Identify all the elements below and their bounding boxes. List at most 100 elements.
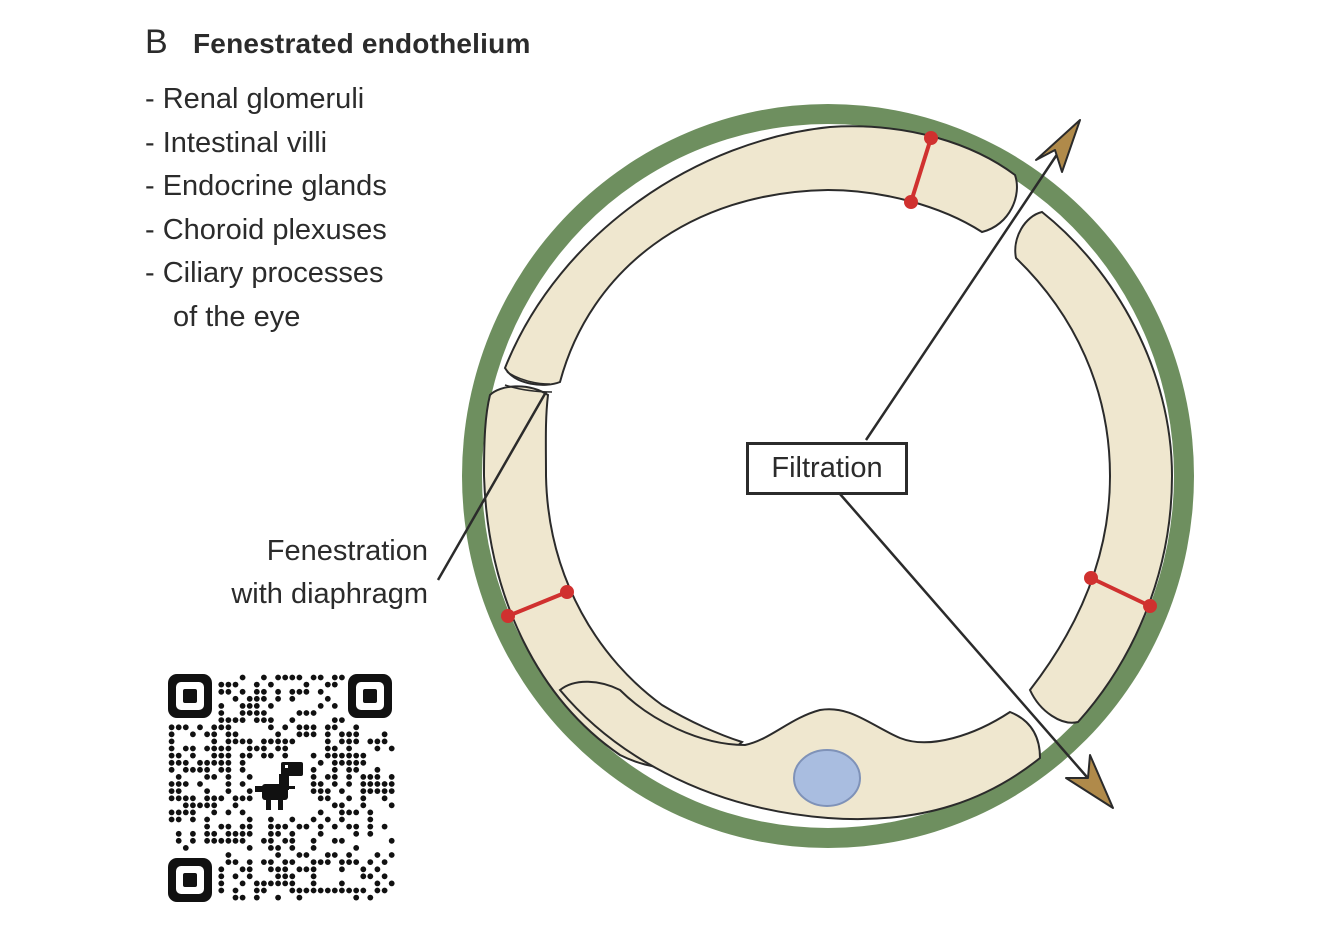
qr-data-modules xyxy=(168,674,395,901)
qr-module xyxy=(261,688,267,695)
qr-module xyxy=(168,795,175,802)
qr-module xyxy=(289,816,296,823)
qr-module xyxy=(381,887,388,894)
qr-module xyxy=(268,880,274,887)
qr-module xyxy=(275,745,281,752)
qr-module xyxy=(346,795,352,802)
qr-module xyxy=(168,724,175,731)
qr-module xyxy=(197,759,203,766)
qr-module xyxy=(360,802,367,809)
qr-module xyxy=(381,859,388,865)
qr-module xyxy=(246,695,253,702)
qr-module xyxy=(310,724,317,731)
qr-finder-top-left xyxy=(168,674,212,718)
qr-module xyxy=(182,809,189,816)
qr-module xyxy=(339,880,345,887)
qr-module xyxy=(324,795,331,802)
qr-module xyxy=(218,766,225,773)
endothelial-cell-left xyxy=(482,385,744,770)
qr-module xyxy=(239,766,246,773)
qr-module xyxy=(331,752,338,759)
qr-module xyxy=(303,866,310,873)
qr-module xyxy=(331,674,338,681)
qr-module xyxy=(211,774,218,780)
qr-module xyxy=(239,894,246,901)
qr-module xyxy=(303,724,310,731)
qr-module xyxy=(204,830,211,837)
qr-module xyxy=(388,880,395,887)
qr-module xyxy=(346,745,352,752)
location-item-continuation: of the eye xyxy=(173,300,301,333)
qr-module xyxy=(324,738,331,745)
qr-module xyxy=(374,866,381,873)
qr-module xyxy=(282,859,289,865)
qr-module xyxy=(346,823,352,830)
qr-module xyxy=(346,774,352,780)
qr-finder-top-right xyxy=(348,674,392,718)
qr-module xyxy=(317,809,324,816)
qr-module xyxy=(310,774,317,780)
qr-module xyxy=(381,738,388,745)
qr-module xyxy=(346,738,352,745)
panel-letter: B xyxy=(145,23,168,61)
qr-module xyxy=(317,795,324,802)
qr-module xyxy=(331,745,338,752)
qr-module xyxy=(282,752,289,759)
qr-module xyxy=(388,802,395,809)
qr-module xyxy=(296,674,303,681)
filtration-arrowhead-up xyxy=(1035,119,1081,173)
qr-module xyxy=(211,745,218,752)
qr-module xyxy=(268,724,274,731)
qr-module xyxy=(331,766,338,773)
qr-module xyxy=(374,738,381,745)
qr-module xyxy=(331,681,338,688)
qr-module xyxy=(182,845,189,851)
qr-module xyxy=(261,717,267,723)
qr-module xyxy=(190,816,196,823)
endothelial-nucleus xyxy=(793,749,861,807)
qr-module xyxy=(367,809,374,816)
qr-module xyxy=(367,830,374,837)
qr-module xyxy=(239,837,246,844)
qr-module xyxy=(168,731,175,738)
qr-module xyxy=(232,859,239,865)
qr-module xyxy=(346,752,352,759)
qr-module xyxy=(218,823,225,830)
qr-module xyxy=(289,695,296,702)
qr-module xyxy=(197,781,203,787)
qr-module xyxy=(374,788,381,794)
qr-module xyxy=(360,887,367,894)
qr-module xyxy=(225,809,232,816)
qr-module xyxy=(381,781,388,787)
qr-module xyxy=(303,887,310,894)
filtration-arrows xyxy=(839,119,1114,809)
qr-module xyxy=(168,809,175,816)
qr-module xyxy=(168,781,175,787)
qr-module xyxy=(381,823,388,830)
qr-module xyxy=(268,738,274,745)
qr-module xyxy=(268,845,274,851)
qr-module xyxy=(239,738,246,745)
junction-left xyxy=(501,585,574,623)
location-list: - Renal glomeruli - Intestinal villi - E… xyxy=(145,78,387,339)
qr-module xyxy=(296,823,303,830)
qr-module xyxy=(225,788,232,794)
qr-module xyxy=(261,695,267,702)
qr-module xyxy=(175,837,182,844)
qr-module xyxy=(253,695,260,702)
qr-module xyxy=(204,816,211,823)
qr-module xyxy=(246,873,253,880)
qr-module xyxy=(268,717,274,723)
qr-module xyxy=(275,880,281,887)
qr-module xyxy=(182,795,189,802)
qr-module xyxy=(211,724,218,731)
qr-module xyxy=(360,795,367,802)
qr-module xyxy=(346,766,352,773)
qr-module xyxy=(225,738,232,745)
qr-module xyxy=(374,745,381,752)
qr-module xyxy=(339,788,345,794)
dinosaur-icon xyxy=(255,762,303,810)
qr-module xyxy=(374,887,381,894)
qr-module xyxy=(360,774,367,780)
qr-module xyxy=(175,795,182,802)
